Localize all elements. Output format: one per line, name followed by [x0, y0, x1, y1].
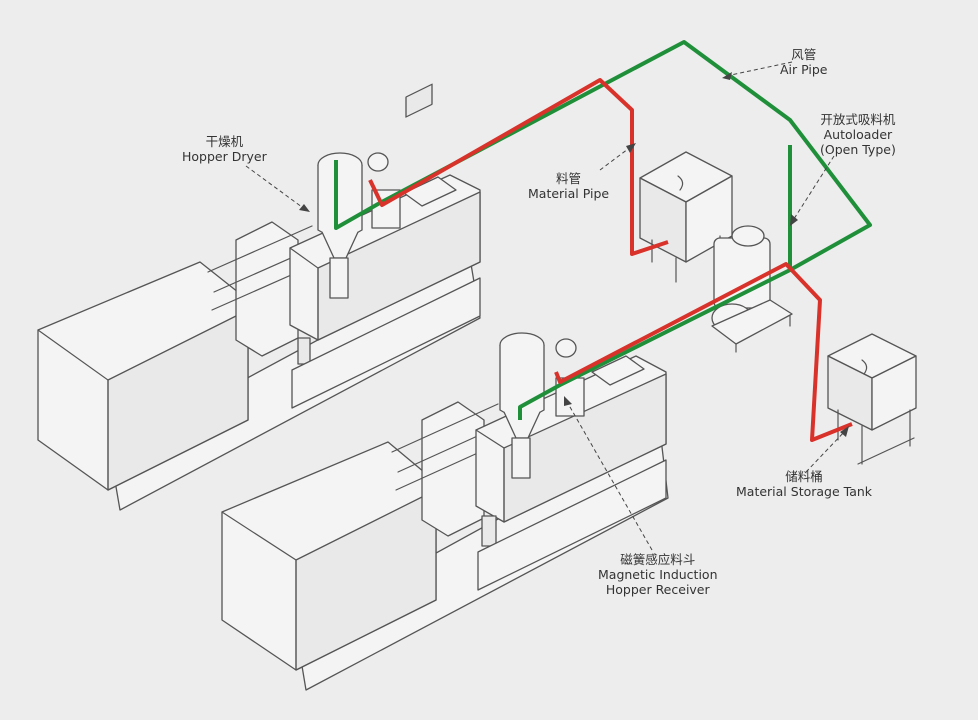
hopper-dryer-zh: 干燥机: [205, 134, 244, 149]
material-storage-tank: [827, 333, 917, 465]
control-panel-2: [591, 355, 645, 386]
hopper-receiver-zh: 磁簧感应料斗: [620, 552, 696, 567]
storage-tank-en: Material Storage Tank: [736, 484, 873, 499]
hopper-dryer-en: Hopper Dryer: [182, 149, 267, 164]
label-hopper-receiver: 磁簧感应料斗 Magnetic Induction Hopper Receive…: [598, 552, 718, 597]
label-hopper-dryer: 干燥机 Hopper Dryer: [182, 134, 267, 164]
material-pipe-en: Material Pipe: [528, 186, 610, 201]
autoloader-zh: 开放式吸料机: [820, 112, 896, 127]
label-autoloader: 开放式吸料机 Autoloader (Open Type): [820, 112, 896, 157]
material-pipe-line-1: [368, 78, 669, 256]
autoloader-en2: (Open Type): [820, 142, 896, 157]
material-pipe-line-2: [554, 262, 853, 442]
material-pipe-zh: 料管: [556, 171, 582, 186]
material-pipes: [368, 78, 853, 442]
label-storage-tank: 储料桶 Material Storage Tank: [736, 469, 872, 499]
hopper-receiver-en: Magnetic Induction: [598, 567, 718, 582]
autoloader-en: Autoloader: [823, 127, 893, 142]
air-pipes: [334, 40, 872, 420]
label-air-pipe: 风管 Air Pipe: [780, 47, 828, 77]
autoloader: [639, 151, 793, 353]
control-panel-1: [403, 176, 457, 207]
leader-lines: [245, 61, 849, 551]
air-pipe-zh: 风管: [791, 47, 817, 62]
air-pipe-en: Air Pipe: [780, 62, 828, 77]
storage-tank-zh: 储料桶: [785, 469, 823, 484]
air-pipe-line: [334, 40, 872, 420]
injection-machine-1: [37, 83, 481, 511]
hopper-receiver-en2: Hopper Receiver: [605, 582, 710, 597]
label-material-pipe: 料管 Material Pipe: [528, 171, 609, 201]
